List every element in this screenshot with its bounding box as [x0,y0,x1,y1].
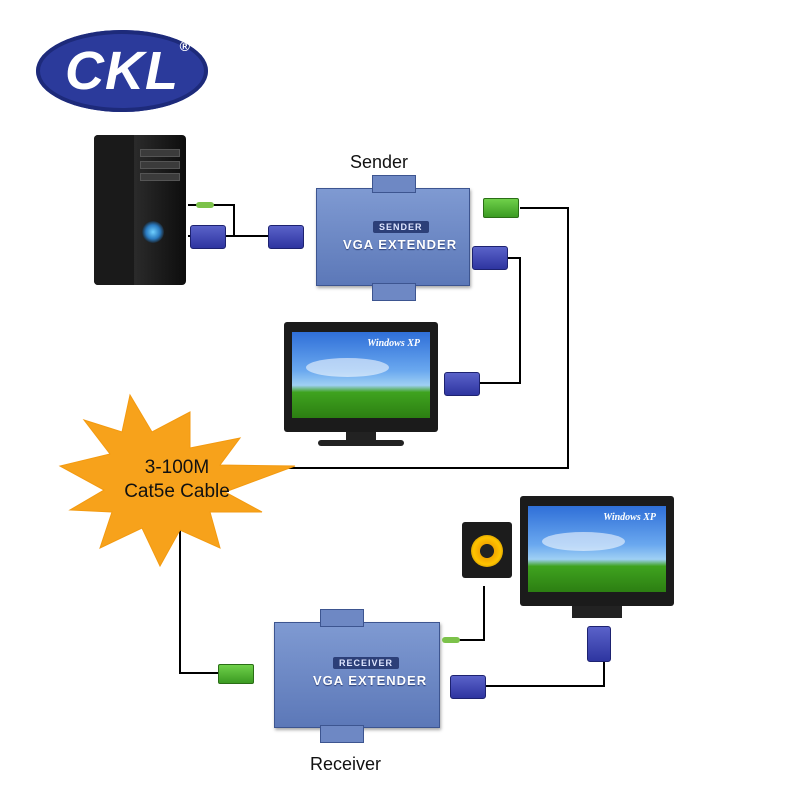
mount-ear [320,609,364,627]
vga-connector-icon [268,225,304,249]
receiver-caption: Receiver [310,754,382,774]
cat5-cable-top [270,207,569,469]
pc-side-panel [94,135,134,285]
cat5-cable-bottom [179,520,220,674]
drive-bay [140,161,180,169]
mount-ear [372,283,416,301]
os-label: Windows XP [367,338,420,349]
mount-ear [372,175,416,193]
cable-length: 3-100M [144,457,210,478]
sender-monitor-cable [478,257,521,384]
mount-ear [320,725,364,743]
monitor-screen: Windows XP [528,506,666,592]
vga-connector-icon [587,626,611,662]
receiver-badge: RECEIVER [333,657,400,669]
rj45-connector-icon [218,664,254,684]
sender-device: SENDER VGA EXTENDER [316,175,470,301]
sender-badge: SENDER [373,221,429,233]
cable-label: 3-100M Cat5e Cable [92,456,262,504]
logo-text: CKL [65,41,179,101]
monitor-icon: Windows XP [520,496,674,606]
speaker-cone [471,535,503,567]
power-button-icon [142,221,164,243]
logo-oval [36,30,208,112]
rj45-connector-icon [483,198,519,218]
cable-type: Cat5e Cable [124,481,230,502]
os-label: Windows XP [603,512,656,523]
vga-connector-icon [450,675,486,699]
audio-jack-icon [442,637,460,643]
drive-bay [140,173,180,181]
registered-mark: ® [179,38,190,54]
monitor-stand [346,432,376,442]
monitor-base [572,606,622,618]
receiver-title: VGA EXTENDER [313,673,428,688]
receiver-speaker-cable [458,586,485,641]
speaker-icon [462,522,512,578]
pc-tower-icon [94,135,186,285]
monitor-base [318,440,404,446]
ckl-logo: CKL ® [36,30,208,112]
sender-title: VGA EXTENDER [343,237,458,252]
cable-starburst [58,393,296,568]
vga-connector-icon [190,225,226,249]
vga-connector-icon [472,246,508,270]
monitor-screen: Windows XP [292,332,430,418]
monitor-icon: Windows XP [284,322,438,432]
sender-caption: Sender [350,152,409,172]
vga-connector-icon [444,372,480,396]
receiver-monitor-cable [486,660,605,687]
audio-jack-icon [196,202,214,208]
receiver-device: RECEIVER VGA EXTENDER [274,609,440,743]
drive-bay [140,149,180,157]
